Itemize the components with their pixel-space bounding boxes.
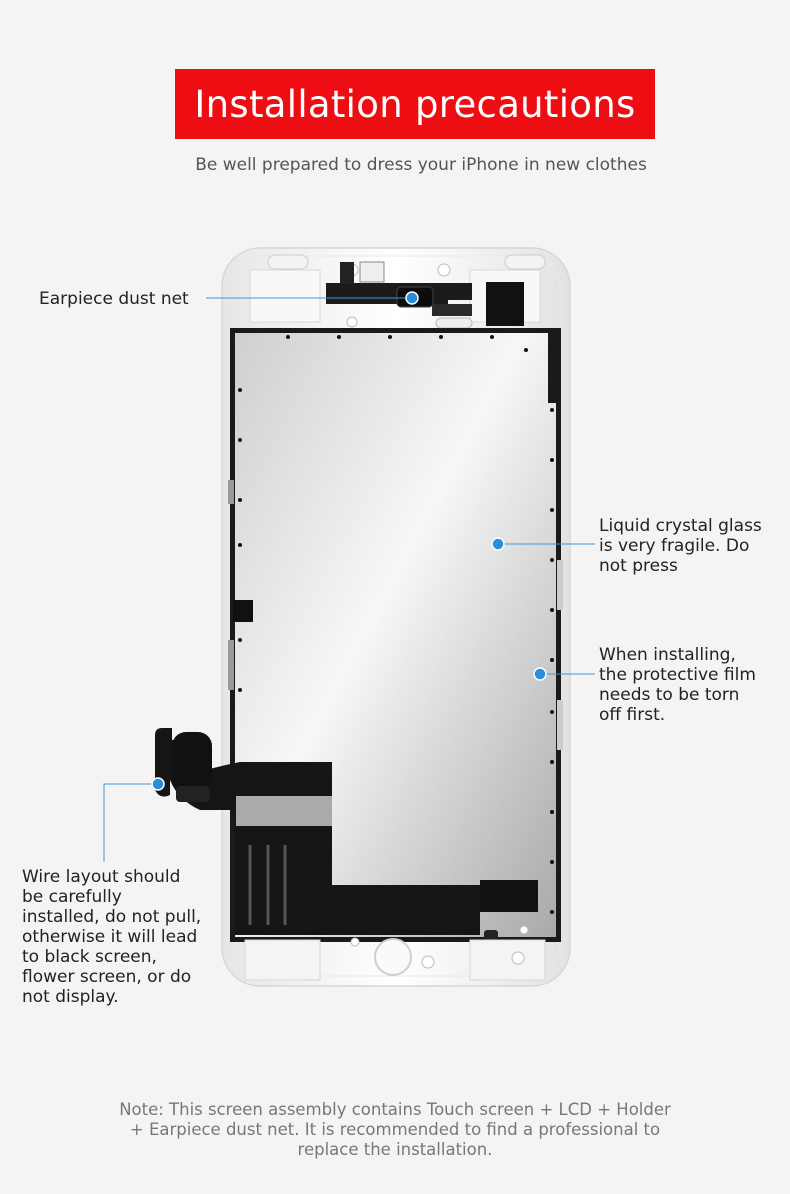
installation-note: Note: This screen assembly contains Touc… (119, 1100, 671, 1159)
callout-earpiece: Earpiece dust net (39, 289, 189, 309)
callout-wire: Wire layout should be carefully installe… (22, 867, 202, 1007)
marker-glass (491, 537, 505, 551)
page-subtitle: Be well prepared to dress your iPhone in… (195, 155, 647, 175)
page-title: Installation precautions (194, 82, 636, 126)
flex-cable (155, 728, 480, 935)
title-banner: Installation precautions (175, 69, 655, 139)
marker-earpiece (405, 291, 419, 305)
callout-film: When installing, the protective film nee… (599, 645, 756, 725)
callout-glass: Liquid crystal glass is very fragile. Do… (599, 516, 762, 576)
marker-film (533, 667, 547, 681)
home-button-ring (374, 938, 412, 976)
marker-wire (151, 777, 165, 791)
